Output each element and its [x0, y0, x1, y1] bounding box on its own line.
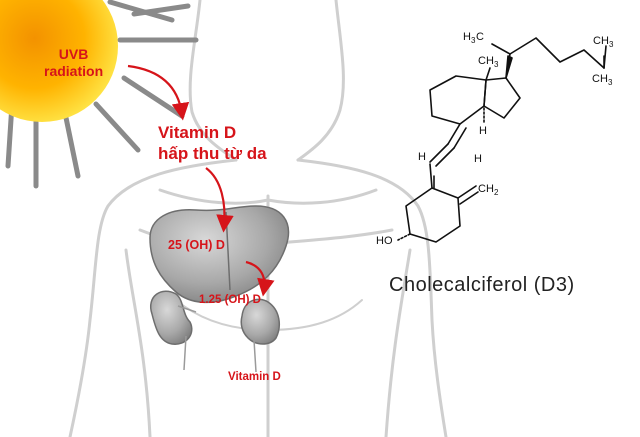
atom-h3c-sub: 3 — [471, 36, 476, 45]
uvb-label-line1: UVB — [58, 46, 89, 62]
1-25-oh-d-label: 1.25 (OH) D — [199, 294, 261, 306]
atom-ch3-bottom-sub: 3 — [608, 78, 613, 87]
molecule-atom-labels: H 3 C CH 3 CH 3 CH 3 H H H CH 2 HO — [376, 31, 614, 247]
atom-ch2: CH — [478, 183, 494, 195]
kidney-right-icon — [240, 298, 281, 345]
atom-h3c-h: H — [463, 31, 471, 43]
kidney-left-icon — [149, 290, 193, 345]
vitamin-d-kidney-label: Vitamin D — [228, 371, 281, 383]
liver-icon — [149, 205, 290, 304]
atom-h-ring: H — [479, 125, 487, 137]
25-oh-d-label: 25 (OH) D — [168, 238, 225, 252]
vitamin-d-skin-line1: Vitamin D — [158, 123, 237, 142]
uvb-label-line2: radiation — [44, 63, 104, 79]
uvb-radiation-label: UVB radiation — [44, 46, 103, 80]
vitamin-d-skin-line2: hấp thu từ da — [158, 144, 267, 163]
vitamin-d-skin-label: Vitamin D hấp thu từ da — [158, 122, 267, 164]
molecule-name: Cholecalciferol (D3) — [389, 274, 575, 296]
arrow-skin-to-liver — [205, 167, 234, 233]
atom-ch2-sub: 2 — [494, 188, 499, 197]
atom-h-chain-2: H — [474, 153, 482, 165]
ureter-lines — [177, 305, 257, 373]
atom-ch3-top: CH — [593, 35, 609, 47]
atom-h-chain-1: H — [418, 151, 426, 163]
cholecalciferol-structure — [397, 37, 607, 243]
atom-ch3-bottom: CH — [592, 73, 608, 85]
atom-ch3-ring-sub: 3 — [494, 60, 499, 69]
metabolic-arrows — [127, 64, 275, 297]
atom-ch3-top-sub: 3 — [609, 40, 614, 49]
arrow-liver-to-kidney — [245, 260, 275, 297]
atom-ho: HO — [376, 235, 393, 247]
atom-ch3-ring: CH — [478, 55, 494, 67]
sun-icon — [0, 0, 118, 122]
atom-h3c-c: C — [476, 31, 484, 43]
arrow-uvb-to-skin — [127, 64, 190, 121]
